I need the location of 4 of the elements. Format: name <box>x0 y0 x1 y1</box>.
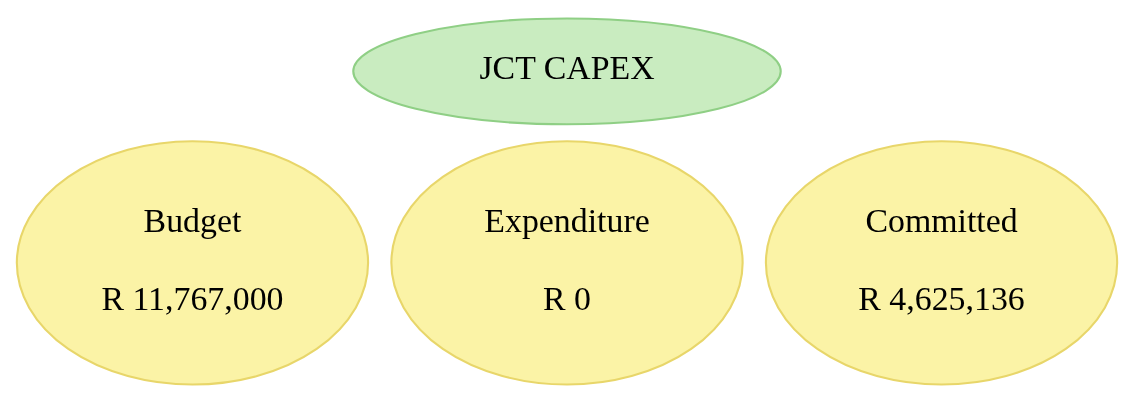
node-ellipse: Expenditure R 0 <box>390 140 744 386</box>
node-ellipse: Committed R 4,625,136 <box>764 140 1119 386</box>
node-ellipse: JCT CAPEX <box>352 17 782 126</box>
node-ellipse: Budget R 11,767,000 <box>15 140 370 386</box>
